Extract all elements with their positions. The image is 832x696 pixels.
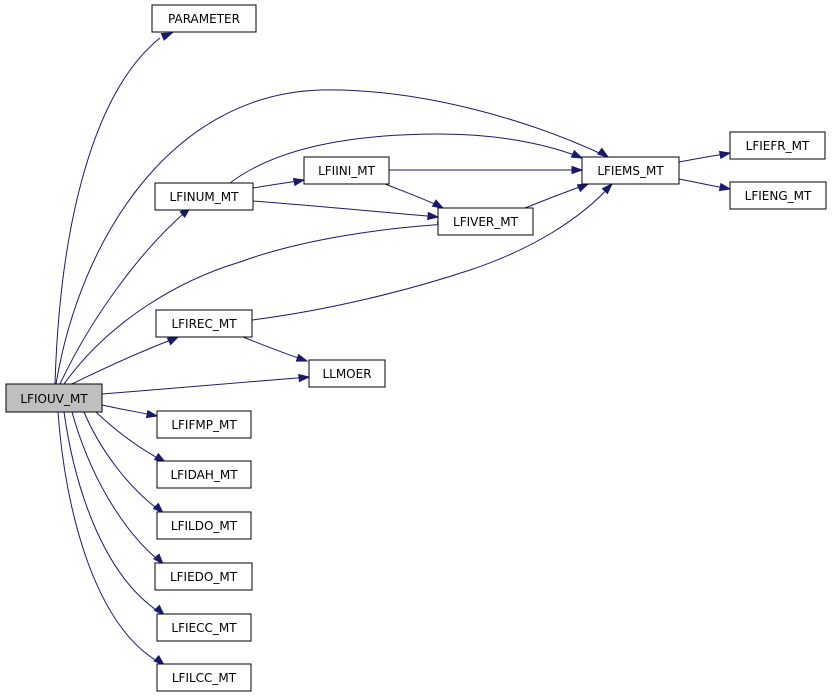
arrowhead-icon bbox=[431, 199, 445, 209]
node-label: LFIOUV_MT bbox=[20, 392, 88, 406]
node-label: LFIEDO_MT bbox=[170, 570, 238, 584]
arrowhead-icon bbox=[152, 502, 165, 515]
edge-lfiini_mt-to-lfiems_mt bbox=[389, 165, 584, 175]
edge-lfiouv_mt-to-parameter bbox=[54, 32, 174, 385]
edge-lfiouv_mt-to-lfiver_mt bbox=[63, 221, 450, 385]
edge-lfiouv_mt-to-lfildo_mt bbox=[83, 411, 165, 515]
edge-line bbox=[95, 411, 166, 463]
edge-lfiouv_mt-to-lfilcc_mt bbox=[57, 411, 166, 666]
node-llmoer[interactable]: LLMOER bbox=[308, 359, 386, 388]
node-label: LFIVER_MT bbox=[453, 215, 519, 229]
edge-line bbox=[63, 411, 165, 616]
edge-lfirec_mt-to-llmoer bbox=[242, 336, 309, 362]
node-lfiedo_mt[interactable]: LFIEDO_MT bbox=[154, 562, 253, 591]
node-lfidah_mt[interactable]: LFIDAH_MT bbox=[156, 460, 252, 489]
arrowhead-icon bbox=[153, 604, 166, 617]
edge-line bbox=[83, 411, 164, 514]
arrowhead-icon bbox=[718, 182, 732, 192]
arrowhead-icon bbox=[153, 654, 166, 666]
node-parameter[interactable]: PARAMETER bbox=[151, 4, 257, 33]
node-label: LFIINI_MT bbox=[318, 164, 376, 178]
node-lfildo_mt[interactable]: LFILDO_MT bbox=[156, 511, 252, 540]
arrowhead-icon bbox=[160, 32, 174, 41]
edge-lfiems_mt-to-lfieng_mt bbox=[678, 178, 732, 192]
arrowhead-icon bbox=[427, 211, 440, 221]
node-lfiver_mt[interactable]: LFIVER_MT bbox=[437, 207, 534, 236]
node-label: LFIEFR_MT bbox=[746, 139, 810, 153]
node-label: LFILDO_MT bbox=[171, 519, 238, 533]
node-lfiouv_mt[interactable]: LFIOUV_MT bbox=[5, 383, 103, 413]
edge-lfiini_mt-to-lfiver_mt bbox=[384, 183, 445, 209]
arrowhead-icon bbox=[576, 183, 590, 193]
node-lfieng_mt[interactable]: LFIENG_MT bbox=[729, 181, 827, 210]
edge-lfiouv_mt-to-lfiedo_mt bbox=[71, 411, 164, 566]
arrowhead-icon bbox=[718, 150, 732, 160]
node-label: LFIENG_MT bbox=[745, 189, 812, 203]
node-label: LFIDAH_MT bbox=[170, 468, 238, 482]
node-label: LFIEMS_MT bbox=[597, 164, 664, 178]
edge-lfiouv_mt-to-lfifmp_mt bbox=[101, 404, 159, 419]
node-label: LFILCC_MT bbox=[172, 671, 237, 685]
arrowhead-icon bbox=[596, 147, 610, 158]
arrowhead-icon bbox=[298, 373, 311, 383]
edge-lfinum_mt-to-lfiver_mt bbox=[252, 200, 440, 221]
edge-lfinum_mt-to-lfiini_mt bbox=[252, 177, 306, 189]
edge-line bbox=[54, 37, 161, 385]
node-lfirec_mt[interactable]: LFIREC_MT bbox=[155, 309, 253, 338]
arrowhead-icon bbox=[601, 182, 614, 195]
node-lfinum_mt[interactable]: LFINUM_MT bbox=[154, 182, 254, 211]
edge-line bbox=[229, 133, 583, 184]
edge-line bbox=[71, 336, 179, 385]
edge-line bbox=[252, 200, 439, 218]
node-label: LFINUM_MT bbox=[170, 190, 240, 204]
edge-line bbox=[57, 411, 165, 666]
node-label: PARAMETER bbox=[168, 12, 240, 26]
edge-lfiems_mt-to-lfiefr_mt bbox=[678, 150, 732, 163]
node-label: LLMOER bbox=[322, 367, 371, 381]
edge-lfiouv_mt-to-lfiems_mt bbox=[55, 89, 610, 385]
edge-lfiver_mt-to-lfiems_mt bbox=[524, 183, 590, 209]
edge-line bbox=[71, 411, 164, 565]
node-lfilcc_mt[interactable]: LFILCC_MT bbox=[156, 663, 252, 692]
edge-lfiouv_mt-to-lfidah_mt bbox=[95, 411, 167, 463]
node-label: LFIREC_MT bbox=[171, 317, 237, 331]
edge-line bbox=[63, 223, 449, 385]
node-lfifmp_mt[interactable]: LFIFMP_MT bbox=[156, 410, 252, 439]
arrowhead-icon bbox=[570, 149, 584, 159]
edge-lfiouv_mt-to-lfiecc_mt bbox=[63, 411, 166, 617]
node-lfiecc_mt[interactable]: LFIECC_MT bbox=[156, 613, 252, 642]
arrowhead-icon bbox=[571, 165, 584, 175]
node-lfiems_mt[interactable]: LFIEMS_MT bbox=[581, 156, 680, 185]
edge-lfiouv_mt-to-llmoer bbox=[101, 373, 311, 395]
node-label: LFIFMP_MT bbox=[171, 418, 237, 432]
edge-line bbox=[101, 376, 310, 395]
arrowhead-icon bbox=[166, 336, 180, 346]
node-lfiefr_mt[interactable]: LFIEFR_MT bbox=[729, 131, 826, 160]
edge-lfiouv_mt-to-lfirec_mt bbox=[71, 336, 180, 385]
arrowhead-icon bbox=[152, 553, 164, 566]
node-lfiini_mt[interactable]: LFIINI_MT bbox=[303, 156, 390, 185]
edge-line bbox=[59, 207, 191, 385]
arrowhead-icon bbox=[292, 177, 306, 187]
edge-lfirec_mt-to-lfiems_mt bbox=[251, 182, 614, 321]
arrowhead-icon bbox=[295, 353, 309, 362]
arrowhead-icon bbox=[145, 409, 159, 419]
edge-line bbox=[251, 183, 613, 321]
edge-lfinum_mt-to-lfiems_mt bbox=[229, 133, 584, 184]
node-label: LFIECC_MT bbox=[171, 621, 237, 635]
edge-line bbox=[55, 89, 609, 385]
